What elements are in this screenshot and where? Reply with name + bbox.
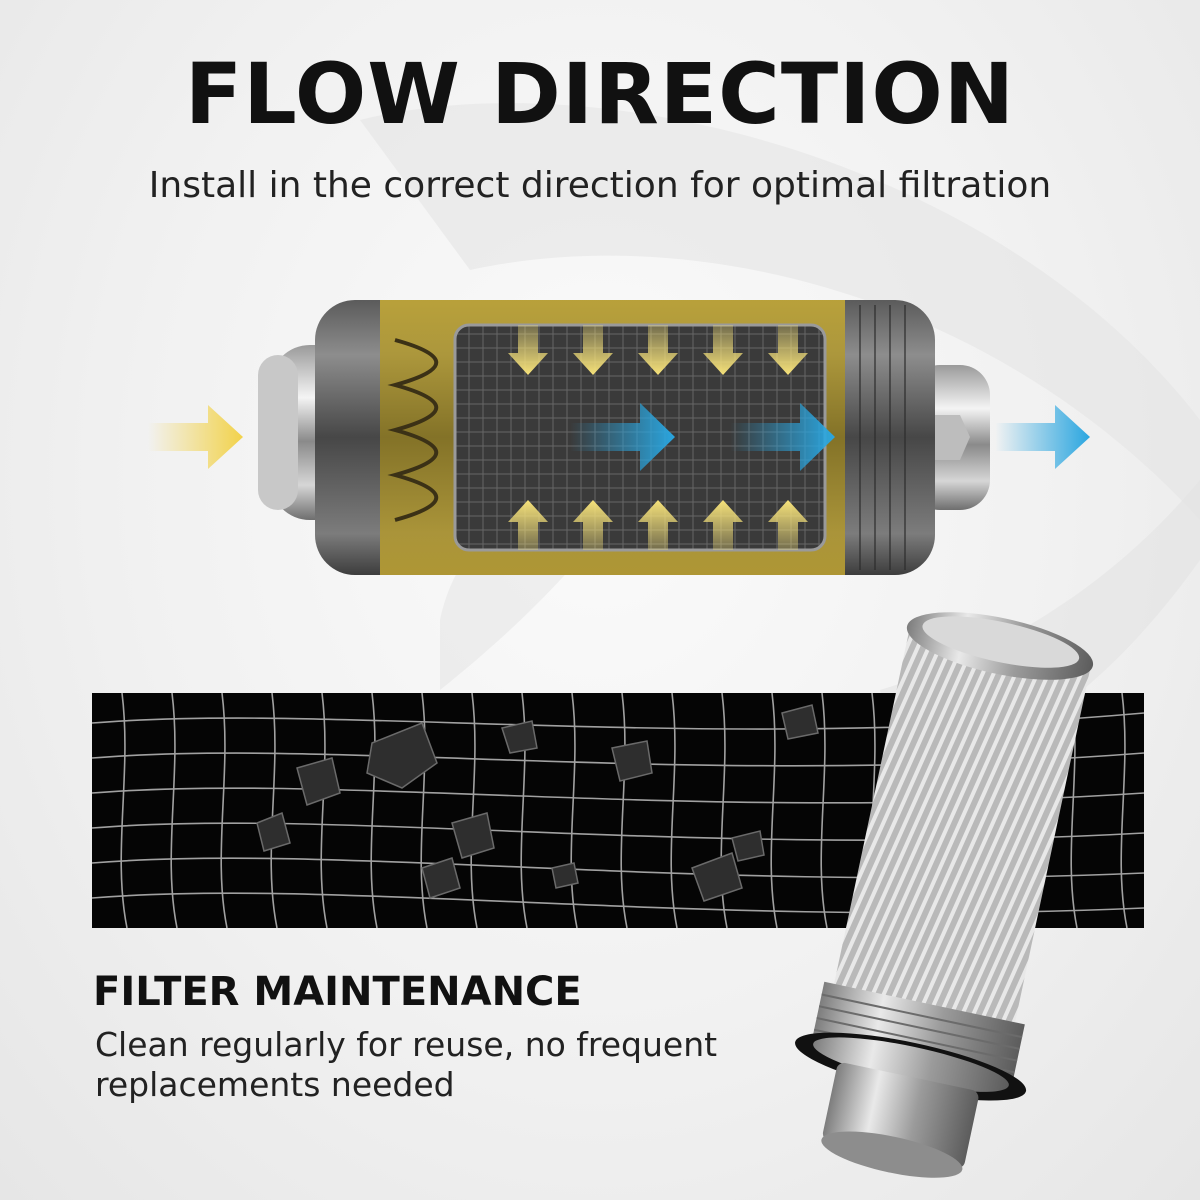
filter-cutaway-diagram <box>148 300 1090 575</box>
page-title: FLOW DIRECTION <box>184 45 1016 143</box>
page-subtitle: Install in the correct direction for opt… <box>148 165 1052 206</box>
yellow-arrow-right-icon <box>148 405 243 469</box>
blue-arrow-right-icon <box>995 405 1090 469</box>
maintenance-description: Clean regularly for reuse, no frequent r… <box>95 1025 718 1104</box>
maintenance-title: FILTER MAINTENANCE <box>93 969 582 1015</box>
yellow-arrow-icon <box>508 325 808 375</box>
yellow-arrow-icon <box>508 500 808 550</box>
filter-cartridge-illustration <box>795 612 1094 1178</box>
blue-arrow-icon <box>570 403 835 471</box>
